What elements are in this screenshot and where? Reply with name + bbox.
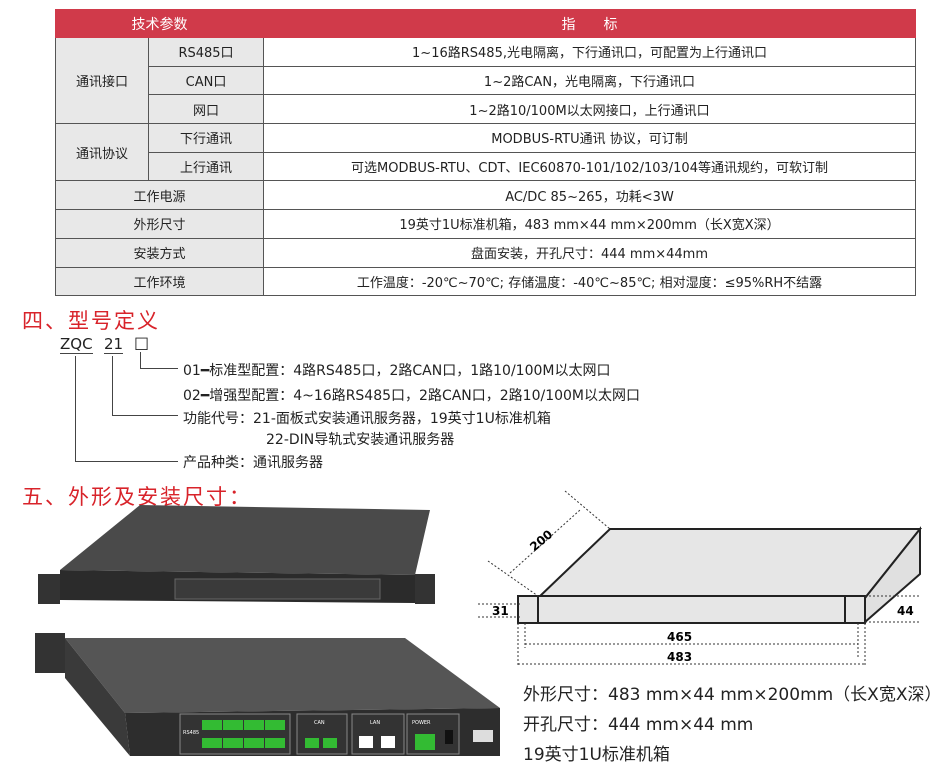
caption-cutout: 开孔尺寸：444 mm×44 mm [523,715,754,735]
connector-line [140,352,178,369]
row-group: 通讯协议 [55,123,149,182]
height-label: 44 [897,604,914,618]
dimension-drawing: 200 31 44 465 483 [478,490,923,666]
row-value: 盘面安装，开孔尺寸：444 mm×44mm [263,237,916,268]
header-param: 技术参数 [55,9,264,38]
row-item: 外形尺寸 [55,209,264,239]
model-line: 22-DIN导轨式安装通讯服务器 [266,432,455,448]
row-value: 1~2路10/100M以太网接口，上行通讯口 [263,94,916,125]
rs485-label: RS485 [183,730,199,736]
row-value: AC/DC 85~265，功耗<3W [263,180,916,211]
row-value: MODBUS-RTU通讯 协议，可订制 [263,123,916,153]
depth-label: 200 [527,527,555,554]
model-code-config: □ [134,333,150,352]
row-item: CAN口 [148,65,264,96]
inner-width-label: 465 [667,630,692,644]
caption-size: 外形尺寸：483 mm×44 mm×200mm（长X宽X深） [523,685,942,705]
row-item: 网口 [148,94,264,125]
model-line: 功能代号：21-面板式安装通讯服务器，19英寸1U标准机箱 [183,411,551,427]
row-item: 下行通讯 [148,123,264,153]
model-line: 01━标准型配置：4路RS485口，2路CAN口，1路10/100M以太网口 [183,363,611,379]
table-row: 上行通讯可选MODBUS-RTU、CDT、IEC60870-101/102/10… [56,151,916,182]
caption-chassis: 19英寸1U标准机箱 [523,745,670,765]
connector-line [112,356,178,416]
model-title: 四、型号定义 [22,309,160,333]
model-line: 产品种类：通讯服务器 [183,455,323,471]
row-value: 1~2路CAN，光电隔离，下行通讯口 [263,65,916,96]
model-code-function: 21 [104,335,124,354]
row-item: 安装方式 [55,237,264,268]
connector-line [75,356,178,462]
dims-title: 五、外形及安装尺寸： [22,485,252,509]
table-header: 技术参数指 标 [55,9,916,38]
power-label: POWER [412,720,431,726]
model-line: 02━增强型配置：4~16路RS485口，2路CAN口，2路10/100M以太网… [183,388,641,404]
header-value: 指 标 [263,9,916,38]
row-item: RS485口 [148,37,264,67]
device-front-image [38,505,435,604]
row-value: 可选MODBUS-RTU、CDT、IEC60870-101/102/103/10… [263,151,916,182]
row-value: 1~16路RS485,光电隔离，下行通讯口，可配置为上行通讯口 [263,37,916,67]
row-item: 上行通讯 [148,151,264,182]
row-group: 通讯接口 [55,36,149,125]
table-row: 工作环境工作温度：-20℃~70℃; 存储温度：-40℃~85℃; 相对湿度：≤… [55,266,916,297]
table-row: 安装方式盘面安装，开孔尺寸：444 mm×44mm [55,237,916,268]
model-code-series: ZQC [60,335,93,354]
can-label: CAN [314,720,325,726]
outer-width-label: 483 [667,650,692,664]
row-item: 工作环境 [55,266,264,297]
device-rear-image: RS485 CAN LAN POWER [35,633,500,756]
row-value: 19英寸1U标准机箱，483 mm×44 mm×200mm（长X宽X深） [263,209,916,239]
hole-spacing-label: 31 [492,604,509,618]
lan-label: LAN [370,720,380,726]
row-item: 工作电源 [55,180,264,211]
row-value: 工作温度：-20℃~70℃; 存储温度：-40℃~85℃; 相对湿度：≤95%R… [263,266,916,297]
